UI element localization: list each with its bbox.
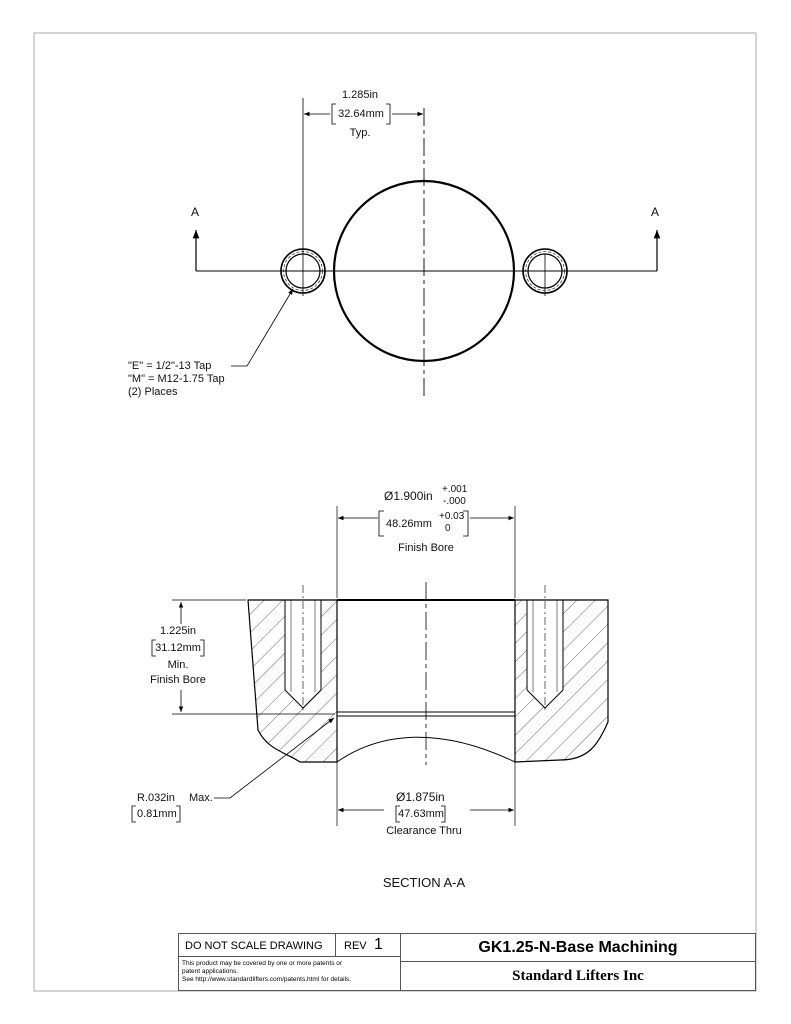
bore-tol-minus-in: -.000	[443, 496, 466, 507]
radius-leader	[214, 717, 335, 799]
title-block: DO NOT SCALE DRAWING REV 1 This product …	[178, 933, 756, 991]
depth-note1: Min.	[167, 659, 189, 671]
bore-dia-label: Ø1.900in	[384, 489, 433, 503]
bore-dia-mm: 48.26mm	[386, 518, 432, 530]
diameter-symbol: Ø	[384, 489, 394, 503]
sheet-border	[33, 32, 757, 992]
company-cell: Standard Lifters Inc	[400, 961, 756, 991]
section-mark-right: A	[651, 205, 660, 219]
right-wall-outline	[514, 599, 609, 763]
tap-note-line3: (2) Places	[128, 386, 178, 398]
mm-brackets	[131, 103, 469, 823]
depth-in-label: 1.225in	[159, 625, 197, 637]
section-mark-left: A	[191, 205, 200, 219]
bore-tol-plus-mm: +0.03	[439, 511, 465, 522]
diameter-symbol: Ø	[396, 790, 406, 804]
company-name: Standard Lifters Inc	[512, 968, 644, 984]
right-tap-threads	[526, 585, 564, 712]
tap-note-line2: "M" = M12-1.75 Tap	[128, 373, 225, 385]
radius-note: Max.	[189, 792, 213, 804]
bore-note: Finish Bore	[398, 542, 454, 554]
bore-tol-minus-mm: 0	[445, 523, 451, 534]
rev-value: 1	[374, 936, 383, 953]
drawing-title-cell: GK1.25-N-Base Machining	[400, 933, 756, 962]
rev-label: REV	[344, 940, 367, 952]
radius-in-label: R.032in	[137, 792, 175, 804]
tap-note-line1: "E" = 1/2"-13 Tap	[128, 360, 212, 372]
spacing-note: Typ.	[349, 127, 371, 139]
bore-tol-plus-in: +.001	[442, 484, 468, 495]
left-wall-outline	[247, 599, 338, 763]
patent-cell: This product may be covered by one or mo…	[178, 956, 401, 991]
rev-cell: REV 1	[335, 933, 401, 957]
do-not-scale-cell: DO NOT SCALE DRAWING	[178, 933, 336, 957]
clear-note: Clearance Thru	[386, 825, 462, 837]
left-tap-threads	[284, 585, 322, 712]
drawing-title: GK1.25-N-Base Machining	[478, 939, 678, 956]
depth-mm-label: 31.12mm	[155, 642, 201, 654]
tap-leader	[231, 288, 294, 367]
radius-mm-label: 0.81mm	[137, 808, 177, 820]
top-view	[192, 98, 661, 396]
depth-note2: Finish Bore	[150, 674, 206, 686]
section-title: SECTION A-A	[382, 875, 466, 890]
spacing-in-label: 1.285in	[341, 89, 379, 101]
clear-dia-label: Ø1.875in	[396, 790, 445, 804]
spacing-mm-label: 32.64mm	[338, 108, 384, 120]
clear-dia-mm: 47.63mm	[398, 808, 444, 820]
section-view	[172, 506, 609, 826]
